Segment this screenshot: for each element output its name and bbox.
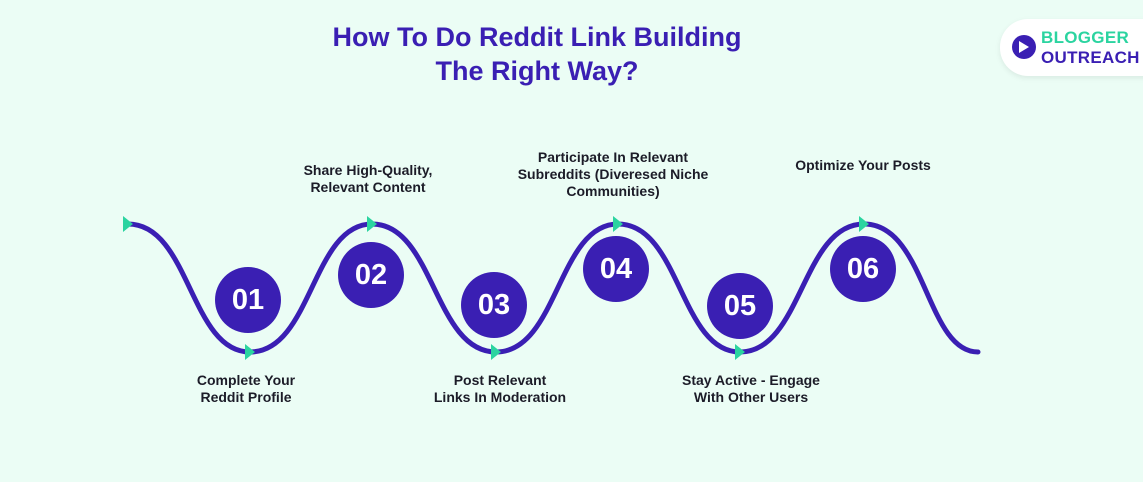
step-04-label: Participate In Relevant Subreddits (Dive…: [498, 149, 728, 200]
step-01-badge: 01: [215, 267, 281, 333]
label-line: Optimize Your Posts: [795, 157, 931, 173]
step-03-label: Post Relevant Links In Moderation: [385, 372, 615, 406]
wave-path: [125, 221, 981, 355]
arrow-marker-icon: [245, 344, 255, 360]
step-06-label: Optimize Your Posts: [748, 157, 978, 174]
label-line: Communities): [566, 183, 660, 199]
label-line: Share High-Quality,: [303, 162, 433, 178]
step-05-label: Stay Active - Engage With Other Users: [636, 372, 866, 406]
brand-logo: BLOGGER OUTREACH: [1000, 19, 1143, 76]
logo-text-line-2: OUTREACH: [1041, 48, 1140, 67]
megaphone-icon: [1012, 35, 1036, 59]
page-title: How To Do Reddit Link Building The Right…: [237, 20, 837, 88]
label-line: Links In Moderation: [433, 389, 567, 405]
arrow-marker-icon: [613, 216, 623, 232]
arrow-marker-icon: [123, 216, 133, 232]
label-line: Participate In Relevant: [537, 149, 689, 165]
step-02-badge: 02: [338, 242, 404, 308]
step-03-badge: 03: [461, 272, 527, 338]
label-line: Subreddits (Diveresed Niche: [517, 166, 709, 182]
title-line-2: The Right Way?: [435, 56, 639, 86]
label-line: Relevant Content: [310, 179, 426, 195]
label-line: Reddit Profile: [200, 389, 292, 405]
arrow-marker-icon: [491, 344, 501, 360]
arrow-marker-icon: [735, 344, 745, 360]
label-line: With Other Users: [693, 389, 809, 405]
step-06-badge: 06: [830, 236, 896, 302]
arrow-marker-icon: [859, 216, 869, 232]
step-01-label: Complete Your Reddit Profile: [131, 372, 361, 406]
step-05-badge: 05: [707, 273, 773, 339]
label-line: Stay Active - Engage: [682, 372, 820, 388]
arrow-marker-icon: [367, 216, 377, 232]
step-04-badge: 04: [583, 236, 649, 302]
logo-text-line-1: BLOGGER: [1041, 28, 1130, 47]
step-02-label: Share High-Quality, Relevant Content: [253, 162, 483, 196]
label-line: Complete Your: [196, 372, 296, 388]
logo-wordmark: BLOGGER OUTREACH: [1041, 28, 1143, 68]
title-line-1: How To Do Reddit Link Building: [332, 22, 742, 52]
label-line: Post Relevant: [453, 372, 547, 388]
